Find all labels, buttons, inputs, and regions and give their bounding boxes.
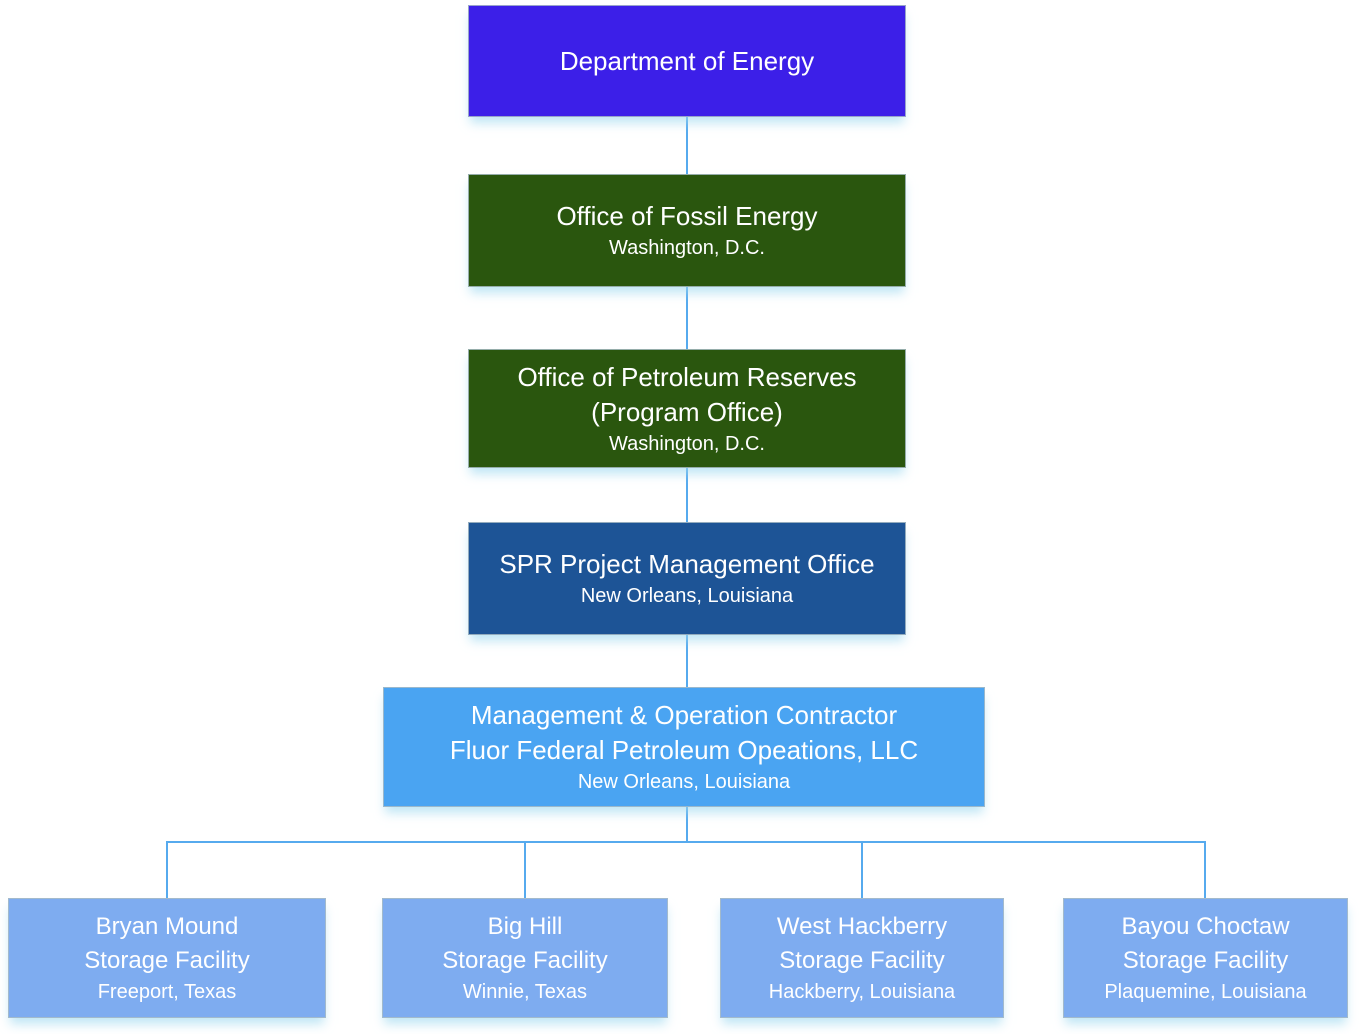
node-location: Washington, D.C.: [609, 432, 765, 455]
node-west-hackberry-storage-facility: West Hackberry Storage Facility Hackberr…: [720, 898, 1004, 1018]
node-title: SPR Project Management Office: [499, 549, 875, 579]
node-subtitle: (Program Office): [591, 396, 783, 427]
connector-spr-contractor: [686, 635, 688, 687]
site-type: Storage Facility: [1122, 947, 1289, 974]
site-type: Storage Facility: [442, 947, 608, 974]
node-department-of-energy: Department of Energy: [468, 5, 906, 117]
site-type: Storage Facility: [779, 947, 945, 974]
site-location: Winnie, Texas: [462, 981, 588, 1003]
node-bryan-mound-storage-facility: Bryan Mound Storage Facility Freeport, T…: [8, 898, 326, 1018]
connector-doe-fossil: [686, 117, 688, 174]
site-name: Big Hill: [487, 913, 563, 940]
node-management-operation-contractor: Management & Operation Contractor Fluor …: [383, 687, 985, 807]
connector-opr-spr: [686, 468, 688, 522]
site-name: Bryan Mound: [95, 913, 239, 940]
node-title: Management & Operation Contractor: [470, 700, 898, 730]
connector-drop-west-hackberry: [861, 841, 863, 898]
site-name: Bayou Choctaw: [1121, 913, 1290, 940]
connector-fossil-opr: [686, 287, 688, 349]
node-location: Washington, D.C.: [609, 237, 765, 259]
node-subtitle: Fluor Federal Petroleum Opeations, LLC: [449, 735, 919, 765]
connector-contractor-stem: [686, 807, 688, 843]
connector-drop-bayou-choctaw: [1204, 841, 1206, 898]
node-big-hill-storage-facility: Big Hill Storage Facility Winnie, Texas: [382, 898, 668, 1018]
node-title: Office of Petroleum Reserves: [517, 361, 857, 392]
node-bayou-choctaw-storage-facility: Bayou Choctaw Storage Facility Plaquemin…: [1063, 898, 1348, 1018]
connector-drop-big-hill: [524, 841, 526, 898]
node-location: New Orleans, Louisiana: [580, 585, 794, 607]
connector-drop-bryan-mound: [166, 841, 168, 898]
site-name: West Hackberry: [776, 913, 948, 940]
site-location: Hackberry, Louisiana: [768, 981, 956, 1003]
site-type: Storage Facility: [84, 947, 250, 974]
node-office-of-petroleum-reserves: Office of Petroleum Reserves (Program Of…: [468, 349, 906, 468]
node-office-of-fossil-energy: Office of Fossil Energy Washington, D.C.: [468, 174, 906, 287]
node-spr-project-management-office: SPR Project Management Office New Orlean…: [468, 522, 906, 635]
node-title: Department of Energy: [559, 45, 815, 76]
node-location: New Orleans, Louisiana: [577, 771, 791, 793]
site-location: Plaquemine, Louisiana: [1104, 981, 1307, 1003]
connector-sites-horizontal: [166, 841, 1206, 843]
node-title: Office of Fossil Energy: [556, 201, 818, 231]
site-location: Freeport, Texas: [97, 981, 237, 1003]
